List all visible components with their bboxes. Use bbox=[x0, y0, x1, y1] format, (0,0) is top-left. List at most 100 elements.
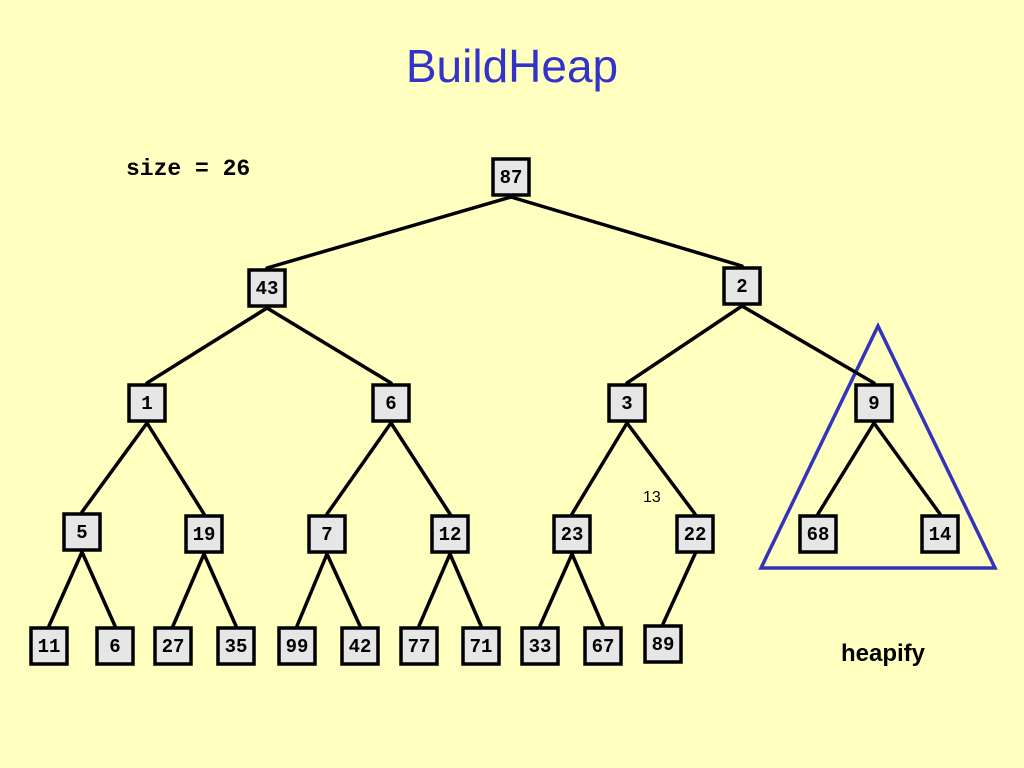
heap-node-n6a: 6 bbox=[371, 383, 411, 423]
tree-edge bbox=[661, 552, 697, 626]
tree-edge bbox=[265, 306, 393, 385]
node-box bbox=[184, 514, 224, 554]
node-value: 33 bbox=[529, 636, 552, 658]
tree-edges bbox=[47, 195, 942, 628]
node-box bbox=[216, 626, 256, 666]
tree-edge bbox=[80, 550, 117, 628]
node-box bbox=[399, 626, 439, 666]
tree-edge bbox=[325, 552, 362, 628]
node-box bbox=[461, 626, 501, 666]
heap-node-n87: 87 bbox=[491, 157, 531, 197]
tree-edge bbox=[145, 306, 269, 385]
tree-edge bbox=[740, 304, 876, 385]
heap-node-n43: 43 bbox=[247, 268, 287, 308]
node-box bbox=[307, 514, 347, 554]
tree-edge bbox=[202, 552, 238, 628]
tree-edge bbox=[872, 421, 942, 516]
heap-node-n35: 35 bbox=[216, 626, 256, 666]
node-value: 27 bbox=[162, 636, 185, 658]
heap-node-n12: 12 bbox=[430, 514, 470, 554]
heapify-label: heapify bbox=[841, 640, 926, 667]
heap-node-n89: 89 bbox=[643, 624, 683, 664]
heap-node-n22: 22 bbox=[675, 514, 715, 554]
tree-edge bbox=[570, 421, 629, 516]
node-value: 23 bbox=[561, 524, 584, 546]
node-box bbox=[62, 512, 102, 552]
node-box bbox=[153, 626, 193, 666]
node-box bbox=[722, 266, 762, 306]
heap-node-n77: 77 bbox=[399, 626, 439, 666]
node-box bbox=[675, 514, 715, 554]
heap-node-n68: 68 bbox=[798, 514, 838, 554]
heap-node-n2: 2 bbox=[722, 266, 762, 306]
heap-node-n67: 67 bbox=[583, 626, 623, 666]
node-value: 5 bbox=[76, 522, 87, 544]
heap-node-n7: 7 bbox=[307, 514, 347, 554]
tree-edge bbox=[625, 421, 697, 516]
node-value: 42 bbox=[349, 636, 372, 658]
heap-node-n42: 42 bbox=[340, 626, 380, 666]
node-box bbox=[127, 383, 167, 423]
tree-edge bbox=[171, 552, 206, 628]
node-value: 7 bbox=[321, 524, 332, 546]
tree-edge bbox=[325, 421, 393, 516]
node-box bbox=[247, 268, 287, 308]
heap-node-n1: 1 bbox=[127, 383, 167, 423]
heap-node-n11: 11 bbox=[29, 626, 69, 666]
tree-edge bbox=[816, 421, 876, 516]
node-value: 35 bbox=[225, 636, 248, 658]
node-box bbox=[607, 383, 647, 423]
node-value: 67 bbox=[592, 636, 615, 658]
heapify-subtree-triangle bbox=[758, 321, 998, 570]
node-box bbox=[29, 626, 69, 666]
node-box bbox=[95, 626, 135, 666]
heap-node-n23: 23 bbox=[552, 514, 592, 554]
node-value: 6 bbox=[109, 636, 120, 658]
node-value: 9 bbox=[868, 393, 879, 415]
node-box bbox=[583, 626, 623, 666]
node-value: 68 bbox=[807, 524, 830, 546]
node-box bbox=[552, 514, 592, 554]
tree-edge bbox=[625, 304, 744, 385]
size-label: size = 26 bbox=[126, 156, 251, 182]
node-value: 43 bbox=[256, 278, 279, 300]
heap-node-n14: 14 bbox=[920, 514, 960, 554]
tree-edge bbox=[389, 421, 452, 516]
node-value: 12 bbox=[439, 524, 462, 546]
node-box bbox=[643, 624, 683, 664]
tree-edge bbox=[538, 552, 574, 628]
node-box bbox=[854, 383, 894, 423]
node-box bbox=[920, 514, 960, 554]
node-value: 6 bbox=[385, 393, 396, 415]
node-box bbox=[491, 157, 531, 197]
tree-edge bbox=[570, 552, 605, 628]
node-box bbox=[520, 626, 560, 666]
node-box bbox=[371, 383, 411, 423]
node-index-label: 13 bbox=[643, 489, 661, 506]
tree-edge bbox=[295, 552, 329, 628]
node-value: 71 bbox=[470, 636, 493, 658]
tree-edge bbox=[47, 550, 84, 628]
tree-edge bbox=[265, 195, 513, 270]
heap-node-n19: 19 bbox=[184, 514, 224, 554]
tree-edge bbox=[145, 421, 206, 516]
heap-node-n6b: 6 bbox=[95, 626, 135, 666]
slide-title: BuildHeap bbox=[405, 40, 619, 92]
tree-edge bbox=[509, 195, 744, 268]
tree-nodes: 87 43 2 1 6 3 9 5 19 7 12 23 22 68 14 11 6 27 35 99 42 77 71 33… bbox=[29, 157, 960, 666]
heap-node-n33: 33 bbox=[520, 626, 560, 666]
node-value: 89 bbox=[652, 634, 675, 656]
node-box bbox=[798, 514, 838, 554]
heap-node-n9: 9 bbox=[854, 383, 894, 423]
tree-edge bbox=[448, 552, 483, 628]
tree-edge bbox=[417, 552, 452, 628]
heap-node-n99: 99 bbox=[277, 626, 317, 666]
node-value: 11 bbox=[38, 636, 61, 658]
heap-node-n3: 3 bbox=[607, 383, 647, 423]
node-box bbox=[277, 626, 317, 666]
node-value: 77 bbox=[408, 636, 431, 658]
node-value: 19 bbox=[193, 524, 216, 546]
node-box bbox=[430, 514, 470, 554]
node-value: 99 bbox=[286, 636, 309, 658]
